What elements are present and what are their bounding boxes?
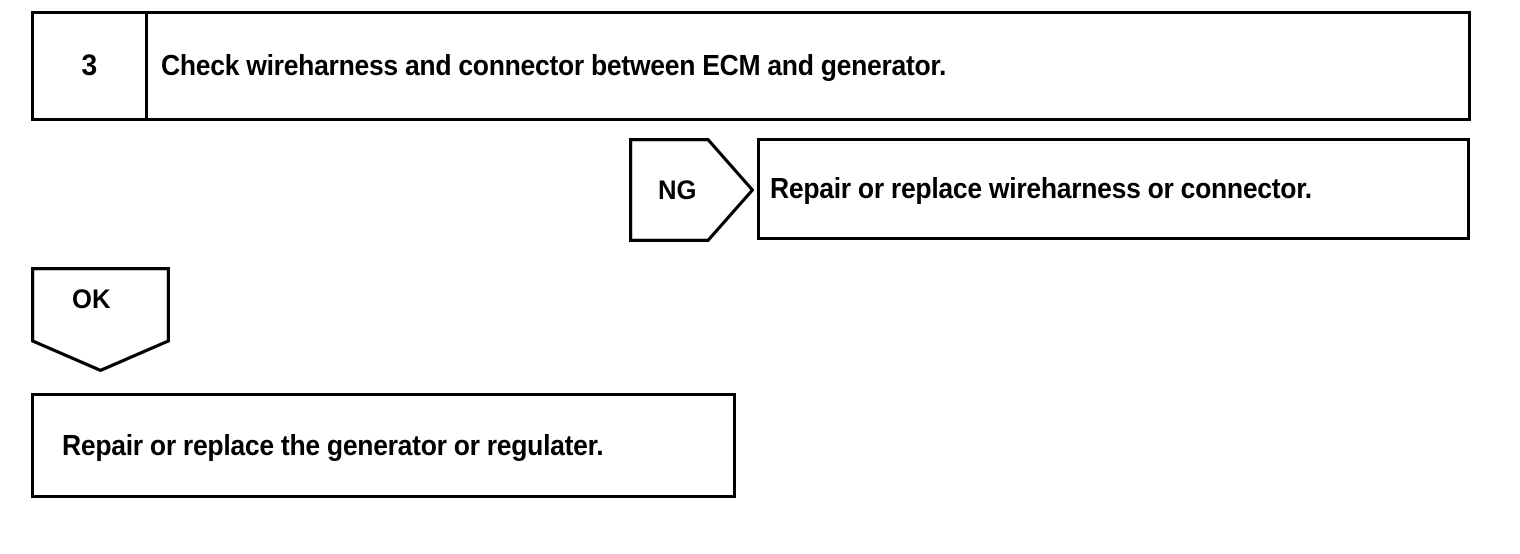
ng-result-text: Repair or replace wireharness or connect… <box>770 173 1312 205</box>
ok-branch-marker: OK <box>31 267 170 372</box>
ok-label: OK <box>72 284 111 314</box>
step-row-3: 3 Check wireharness and connector betwee… <box>31 11 1471 121</box>
pentagon-arrow-right-icon <box>629 138 754 242</box>
ng-branch-marker: NG <box>629 138 754 242</box>
step-number: 3 <box>81 49 98 82</box>
ng-result-box: Repair or replace wireharness or connect… <box>757 138 1470 240</box>
step-number-cell: 3 <box>34 14 148 118</box>
step-description-text: Check wireharness and connector between … <box>161 50 947 82</box>
pentagon-arrow-down-icon <box>31 267 170 372</box>
ok-result-box: Repair or replace the generator or regul… <box>31 393 736 498</box>
ng-label: NG <box>658 175 697 205</box>
ok-result-text: Repair or replace the generator or regul… <box>62 429 604 462</box>
step-description-cell: Check wireharness and connector between … <box>161 14 1005 118</box>
